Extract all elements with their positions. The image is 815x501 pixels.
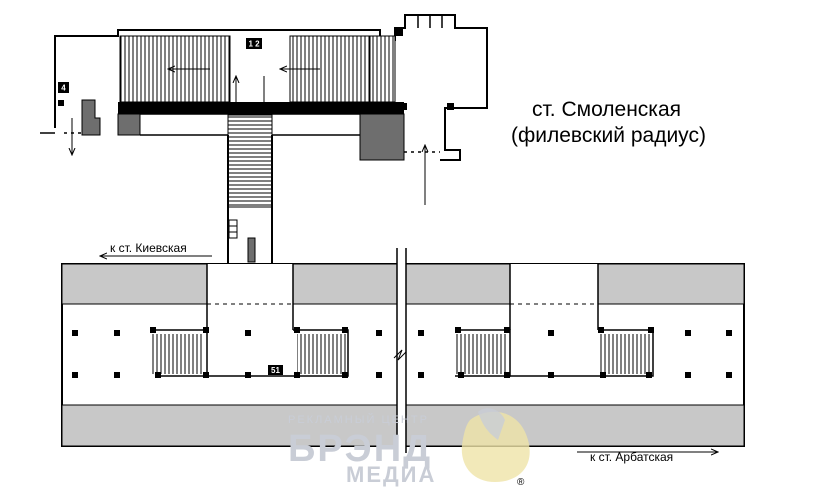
direction-arbatskaya: к ст. Арбатская bbox=[577, 450, 718, 464]
stairs-3 bbox=[456, 334, 508, 374]
exit-badge-left: 4 bbox=[58, 82, 69, 93]
title-line1: ст. Смоленская bbox=[532, 98, 681, 121]
exit-badge-top-text: 1 2 bbox=[248, 40, 260, 49]
stairs-2 bbox=[297, 334, 347, 374]
title-line2: (филевский радиус) bbox=[511, 124, 706, 147]
passage-stairs bbox=[227, 114, 273, 208]
dark-block-far-left bbox=[81, 99, 101, 136]
platform-columns bbox=[72, 327, 732, 378]
stairs-4 bbox=[600, 334, 652, 374]
car-badge-text: 51 bbox=[271, 366, 280, 375]
label-kievskaya: к ст. Киевская bbox=[110, 241, 187, 255]
upper-vestibule bbox=[40, 14, 488, 205]
dark-block-left bbox=[117, 113, 141, 136]
dark-block-right bbox=[359, 113, 405, 161]
connecting-passage bbox=[227, 114, 273, 264]
watermark: РЕКЛАМНЫЙ ЦЕНТР БРЭНД МЕДИА ® bbox=[288, 408, 530, 488]
watermark-registered: ® bbox=[517, 477, 525, 488]
watermark-line3: МЕДИА bbox=[346, 462, 436, 487]
exit-badge-top: 1 2 bbox=[246, 38, 262, 49]
track-top-1 bbox=[61, 263, 208, 305]
label-arbatskaya: к ст. Арбатская bbox=[590, 450, 673, 464]
direction-kievskaya: к ст. Киевская bbox=[100, 241, 212, 256]
station-title: ст. Смоленская (филевский радиус) bbox=[511, 98, 706, 147]
car-badge: 51 bbox=[268, 365, 283, 375]
watermark-line1: РЕКЛАМНЫЙ ЦЕНТР bbox=[288, 413, 429, 426]
watermark-emblem bbox=[461, 411, 530, 482]
watermark-line2: БРЭНД bbox=[288, 428, 432, 470]
platform-hall bbox=[61, 248, 745, 453]
exit-badge-left-text: 4 bbox=[61, 84, 66, 93]
track-top-3 bbox=[597, 263, 745, 305]
stairs-1 bbox=[150, 334, 204, 374]
